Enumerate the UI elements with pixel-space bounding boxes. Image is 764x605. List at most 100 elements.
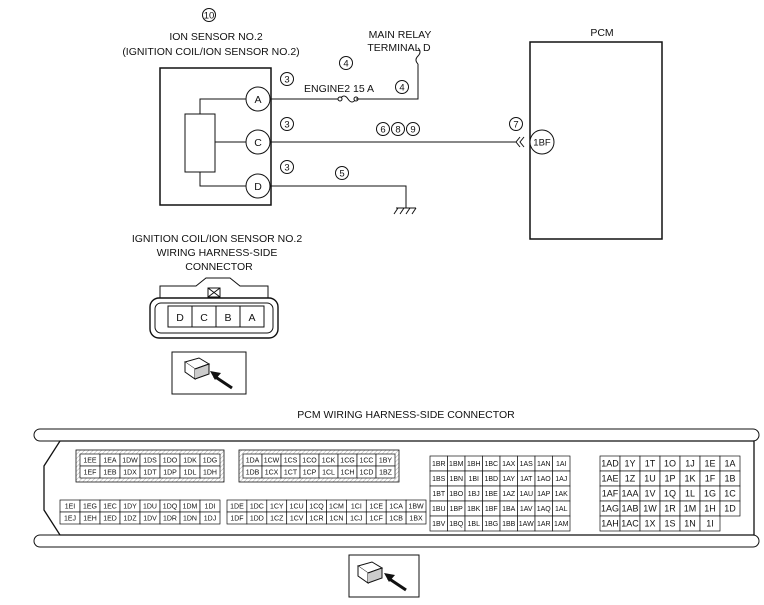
terminal-label: 1N bbox=[684, 519, 696, 529]
terminal-label: 1CG bbox=[340, 458, 354, 465]
terminal-label: 1CC bbox=[359, 458, 373, 465]
terminal-label: 1BF bbox=[485, 506, 498, 513]
terminal-label: 1O bbox=[664, 459, 676, 469]
terminal-label: 1Z bbox=[625, 474, 636, 484]
terminal-label: 1BD bbox=[484, 476, 498, 483]
terminal-label: 1BL bbox=[468, 521, 481, 528]
pin-d-label: D bbox=[254, 181, 262, 193]
note-number: 5 bbox=[339, 169, 344, 180]
pcm-label: PCM bbox=[590, 27, 613, 39]
note-number: 8 bbox=[395, 125, 400, 136]
terminal-label: 1AE bbox=[601, 474, 618, 484]
pin-c-label: C bbox=[254, 137, 262, 149]
fuse-icon bbox=[339, 95, 357, 103]
terminal-label: 1P bbox=[664, 474, 675, 484]
terminal-label: 1AU bbox=[519, 491, 533, 498]
terminal-label: 1DF bbox=[230, 516, 243, 523]
terminal-cell bbox=[699, 515, 721, 532]
terminal-label: 1BV bbox=[432, 521, 446, 528]
note-number: 3 bbox=[284, 120, 289, 131]
terminal-label: 1BA bbox=[502, 506, 516, 513]
terminal-label: 1CZ bbox=[270, 516, 284, 523]
terminal-label: 1EE bbox=[83, 458, 97, 465]
terminal-label: 1CJ bbox=[350, 516, 362, 523]
terminal-label: 1DH bbox=[203, 470, 217, 477]
note-circle bbox=[339, 56, 353, 70]
terminal-label: 1CM bbox=[329, 504, 344, 511]
terminal-label: 1BH bbox=[467, 461, 481, 468]
terminal-label: 1AN bbox=[537, 461, 551, 468]
probe-icon bbox=[348, 554, 420, 598]
terminal-label: 1DY bbox=[123, 504, 137, 511]
terminal-label: 1EH bbox=[83, 516, 97, 523]
note-circle bbox=[280, 160, 294, 174]
terminal-label: 1DD bbox=[250, 516, 264, 523]
note-number: 4 bbox=[343, 59, 348, 70]
relay-terminal-icon bbox=[415, 47, 421, 65]
terminal-label: 1CF bbox=[370, 516, 383, 523]
terminal-cell bbox=[719, 500, 741, 517]
terminal-label: 1AT bbox=[520, 476, 533, 483]
note-number: 9 bbox=[410, 125, 415, 136]
terminal-label: 1BU bbox=[432, 506, 446, 513]
main-relay-terminal: TERMINAL D bbox=[367, 42, 431, 54]
terminal-label: 1BY bbox=[379, 458, 393, 465]
terminal-label: 1EJ bbox=[64, 516, 76, 523]
terminal-label: 1CO bbox=[302, 458, 317, 465]
terminal-label: 1DC bbox=[250, 504, 264, 511]
terminal-label: 1BT bbox=[432, 491, 446, 498]
note-circle bbox=[509, 117, 523, 131]
terminal-label: 1EA bbox=[103, 458, 117, 465]
terminal-label: 1T bbox=[645, 459, 656, 469]
terminal-label: 1W bbox=[643, 504, 657, 514]
terminal-label: 1AW bbox=[519, 521, 534, 528]
terminal-label: 1AF bbox=[602, 489, 619, 499]
terminal-label: 1DS bbox=[143, 458, 157, 465]
note-number: 6 bbox=[380, 125, 385, 136]
terminal-label: 1U bbox=[644, 474, 656, 484]
note-circle bbox=[202, 8, 216, 22]
terminal-label: 1CS bbox=[284, 458, 298, 465]
terminal-label: 1CH bbox=[340, 470, 354, 477]
terminal-label: 1H bbox=[704, 504, 716, 514]
terminal-label: 1DJ bbox=[204, 516, 216, 523]
terminal-label: 1BX bbox=[409, 516, 423, 523]
terminal-label: 1Y bbox=[624, 459, 635, 469]
terminal-label: 1AS bbox=[520, 461, 534, 468]
main-relay-label: MAIN RELAY bbox=[369, 29, 432, 41]
note-number: 10 bbox=[204, 11, 215, 22]
terminal-label: 1AD bbox=[601, 459, 619, 469]
terminal-label: 1AC bbox=[621, 519, 639, 529]
terminal-label: 1DE bbox=[230, 504, 244, 511]
terminal-label: 1CD bbox=[359, 470, 373, 477]
terminal-label: 1I bbox=[706, 519, 714, 529]
terminal-label: 1L bbox=[685, 489, 695, 499]
note-circle bbox=[406, 122, 420, 136]
terminal-label: 1EF bbox=[84, 470, 97, 477]
harness-pin-d: D bbox=[176, 312, 184, 324]
terminal-label: 1CR bbox=[310, 516, 324, 523]
note-circle bbox=[395, 80, 409, 94]
terminal-label: 1BO bbox=[449, 491, 464, 498]
pcm-terminal-label: 1BF bbox=[533, 138, 551, 149]
terminal-label: 1AK bbox=[555, 491, 569, 498]
note-circle bbox=[280, 117, 294, 131]
terminal-label: 1ED bbox=[103, 516, 117, 523]
terminal-label: 1G bbox=[704, 489, 716, 499]
harness-title: CONNECTOR bbox=[185, 261, 253, 273]
terminal-label: 1DA bbox=[246, 458, 260, 465]
pcm-terminal-circle bbox=[529, 129, 555, 155]
terminal-cell bbox=[375, 465, 396, 479]
terminal-label: 1DU bbox=[143, 504, 157, 511]
harness-pin-c: C bbox=[200, 312, 208, 324]
terminal-label: 1EG bbox=[83, 504, 97, 511]
terminal-label: 1CB bbox=[389, 516, 403, 523]
terminal-label: 1BP bbox=[450, 506, 464, 513]
terminal-label: 1DL bbox=[184, 470, 197, 477]
terminal-label: 1BZ bbox=[379, 470, 393, 477]
terminal-label: 1EI bbox=[65, 504, 76, 511]
ion-sensor-box bbox=[159, 67, 272, 206]
terminal-label: 1CU bbox=[290, 504, 304, 511]
terminal-label: 1DM bbox=[183, 504, 198, 511]
